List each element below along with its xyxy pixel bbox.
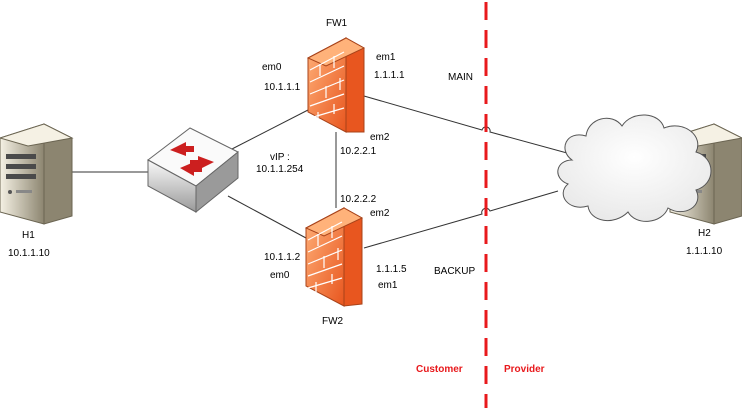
- fw1-name: FW1: [326, 18, 348, 29]
- fw2-name: FW2: [322, 316, 344, 327]
- fw1-em1-ip: 1.1.1.1: [374, 70, 405, 81]
- link-main: [363, 95, 579, 157]
- fw1-em2-ip: 10.2.2.1: [340, 146, 377, 157]
- h1-name: H1: [22, 230, 35, 241]
- main-link-label: MAIN: [448, 72, 473, 83]
- fw2-em0-ip: 10.1.1.2: [264, 252, 301, 263]
- link-switch-fw2: [227, 195, 307, 239]
- provider-zone-label: Provider: [504, 364, 545, 375]
- link-backup: [363, 190, 559, 249]
- h1-server-icon: [0, 123, 74, 225]
- h2-ip: 1.1.1.10: [686, 246, 723, 257]
- h1-ip: 10.1.1.10: [8, 248, 50, 259]
- fw2-firewall-icon: [304, 207, 364, 307]
- fw1-em2-name: em2: [370, 132, 390, 143]
- fw2-em2-name: em2: [370, 208, 390, 219]
- fw1-em0-ip: 10.1.1.1: [264, 82, 301, 93]
- switch-icon: [147, 127, 239, 214]
- vip-ip: 10.1.1.254: [256, 164, 304, 175]
- h2-name: H2: [698, 228, 711, 239]
- customer-zone-label: Customer: [416, 364, 463, 375]
- fw2-em1-ip: 1.1.1.5: [376, 264, 407, 275]
- fw1-firewall-icon: [306, 37, 366, 133]
- fw2-em0-name: em0: [270, 270, 290, 281]
- fw1-em0-name: em0: [262, 62, 282, 73]
- fw1-em1-name: em1: [376, 52, 396, 63]
- fw2-em2-ip: 10.2.2.2: [340, 194, 377, 205]
- cloud-icon: [557, 114, 712, 222]
- backup-link-label: BACKUP: [434, 266, 476, 277]
- fw2-em1-name: em1: [378, 280, 398, 291]
- vip-label: vIP :: [270, 152, 290, 163]
- link-switch-fw1: [229, 109, 309, 151]
